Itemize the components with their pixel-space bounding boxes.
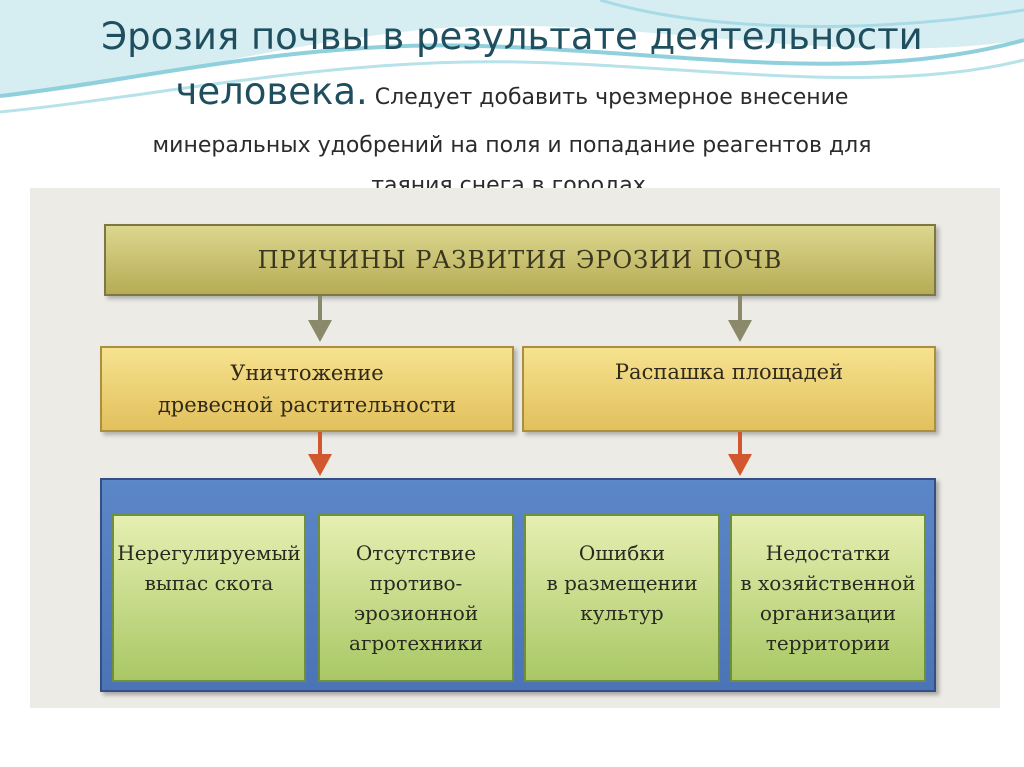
factor-line: противо- bbox=[369, 571, 463, 595]
cause-label-line1: Уничтожение bbox=[230, 361, 384, 385]
slide-title: Эрозия почвы в результате деятельности ч… bbox=[40, 8, 984, 118]
factor-box-territory: Недостатки в хозяйственной организации т… bbox=[730, 514, 926, 682]
factor-line: Нерегулируемый bbox=[117, 541, 301, 565]
arrow-down-icon bbox=[728, 296, 752, 342]
factor-line: культур bbox=[580, 601, 664, 625]
arrow-down-icon bbox=[308, 296, 332, 342]
note-inline: Следует добавить чрезмерное внесение bbox=[367, 85, 849, 110]
factor-box-crop-placement: Ошибки в размещении культур bbox=[524, 514, 720, 682]
factor-line: Ошибки bbox=[578, 541, 666, 565]
wave-decoration bbox=[0, 0, 1024, 114]
factor-line: эрозионной bbox=[353, 601, 479, 625]
factor-line: Отсутствие bbox=[355, 541, 477, 565]
root-cause-box: ПРИЧИНЫ РАЗВИТИЯ ЭРОЗИИ ПОЧВ bbox=[104, 224, 936, 296]
factor-box-grazing: Нерегулируемый выпас скота bbox=[112, 514, 306, 682]
cause-box-deforestation: Уничтожение древесной растительности bbox=[100, 346, 514, 432]
title-line1: Эрозия почвы в результате деятельности bbox=[101, 15, 923, 58]
note-line-2: минеральных удобрений на поля и попадани… bbox=[152, 133, 872, 158]
title-line2: человека. bbox=[175, 70, 368, 113]
factor-line: в размещении bbox=[546, 571, 698, 595]
factor-box-agrotech: Отсутствие противо- эрозионной агротехни… bbox=[318, 514, 514, 682]
cause-box-plowing: Распашка площадей bbox=[522, 346, 936, 432]
factor-line: Недостатки bbox=[765, 541, 891, 565]
arrow-down-icon bbox=[308, 432, 332, 476]
factor-line: агротехники bbox=[349, 631, 483, 655]
factor-line: в хозяйственной bbox=[740, 571, 916, 595]
arrow-down-icon bbox=[728, 432, 752, 476]
cause-label-line2: древесной растительности bbox=[157, 393, 457, 417]
factor-line: выпас скота bbox=[144, 571, 274, 595]
factor-line: организации bbox=[759, 601, 897, 625]
factor-line: территории bbox=[765, 631, 891, 655]
cause-label: Распашка площадей bbox=[614, 360, 844, 384]
root-cause-label: ПРИЧИНЫ РАЗВИТИЯ ЭРОЗИИ ПОЧВ bbox=[257, 246, 783, 274]
